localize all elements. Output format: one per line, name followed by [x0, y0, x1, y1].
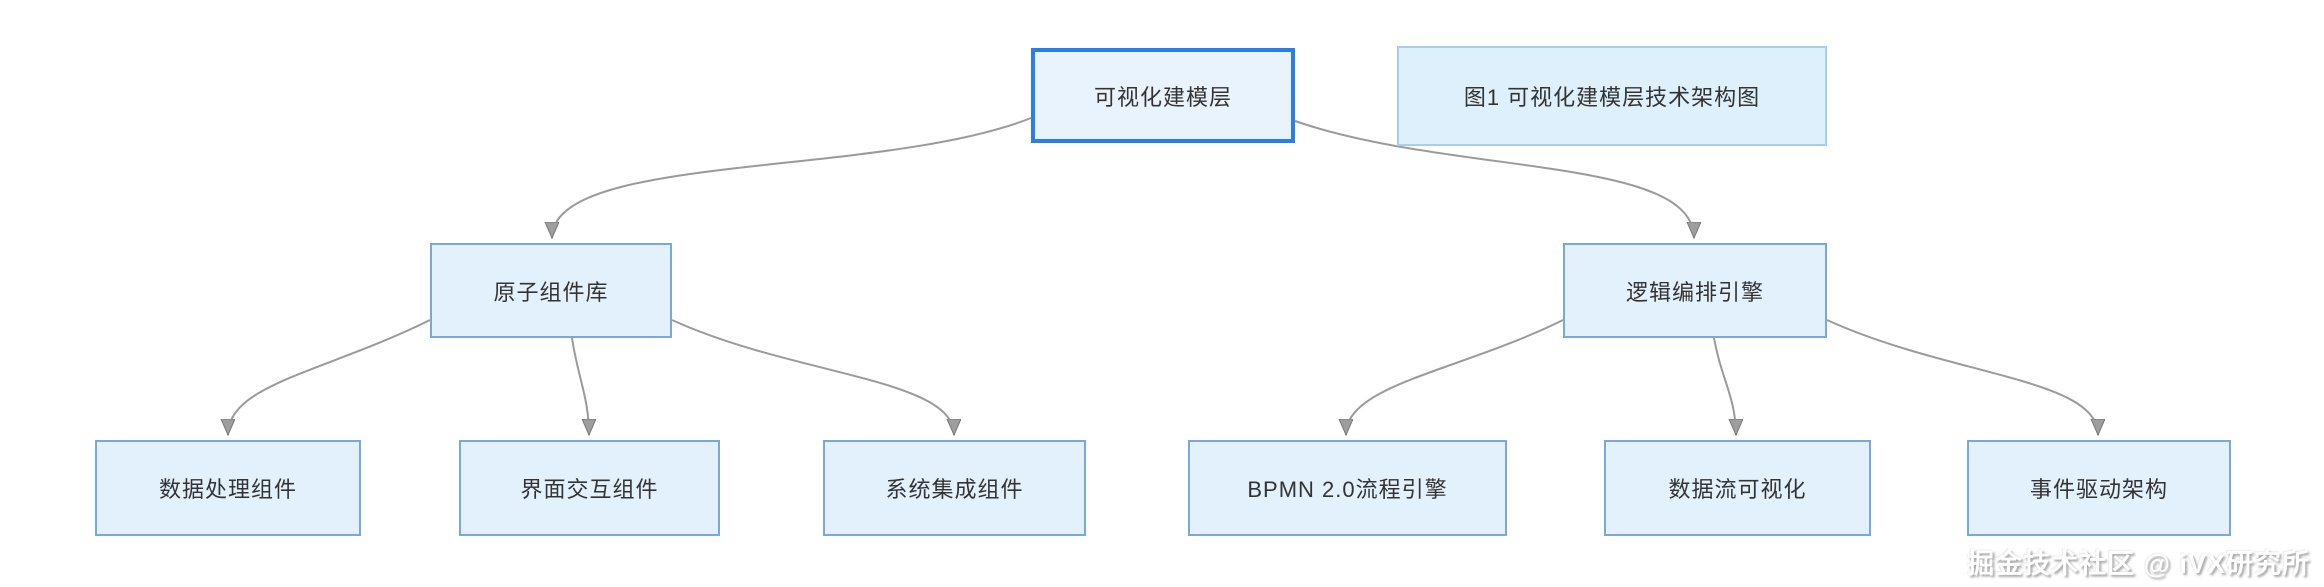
node-logic-orchestration-engine: 逻辑编排引擎	[1563, 243, 1827, 338]
edge-atomic-to-system-integration	[671, 319, 954, 435]
node-label: 原子组件库	[493, 279, 609, 305]
node-label: 数据处理组件	[158, 477, 297, 502]
node-label: 数据流可视化	[1668, 477, 1807, 502]
node-label: 界面交互组件	[520, 477, 659, 502]
node-bpmn-process-engine: BPMN 2.0流程引擎	[1188, 440, 1507, 536]
diagram-caption: 图1 可视化建模层技术架构图	[1397, 46, 1827, 146]
node-dataflow-visualization: 数据流可视化	[1604, 440, 1871, 536]
node-label: 系统集成组件	[885, 477, 1024, 502]
node-system-integration-components: 系统集成组件	[823, 440, 1086, 536]
node-label: 事件驱动架构	[2029, 477, 2168, 502]
node-visual-modeling-layer: 可视化建模层	[1031, 48, 1295, 143]
node-label: BPMN 2.0流程引擎	[1247, 477, 1448, 502]
edge-logic-to-bpmn-engine	[1346, 319, 1564, 435]
node-event-driven-architecture: 事件驱动架构	[1967, 440, 2231, 536]
watermark: 掘金技术社区 @ iVX研究所	[1967, 549, 2310, 579]
edge-logic-to-dataflow-viz	[1713, 337, 1736, 435]
edge-atomic-to-ui-interaction	[571, 337, 589, 435]
caption-label: 图1 可视化建模层技术架构图	[1463, 85, 1761, 110]
edge-atomic-to-data-processing	[228, 319, 431, 435]
node-data-processing-components: 数据处理组件	[95, 440, 361, 536]
edge-root-to-atomic-library	[552, 117, 1032, 238]
node-atomic-component-library: 原子组件库	[430, 243, 672, 338]
node-ui-interaction-components: 界面交互组件	[459, 440, 720, 536]
node-label: 逻辑编排引擎	[1625, 279, 1764, 305]
node-label: 可视化建模层	[1093, 84, 1232, 110]
edge-logic-to-event-driven	[1826, 319, 2098, 435]
